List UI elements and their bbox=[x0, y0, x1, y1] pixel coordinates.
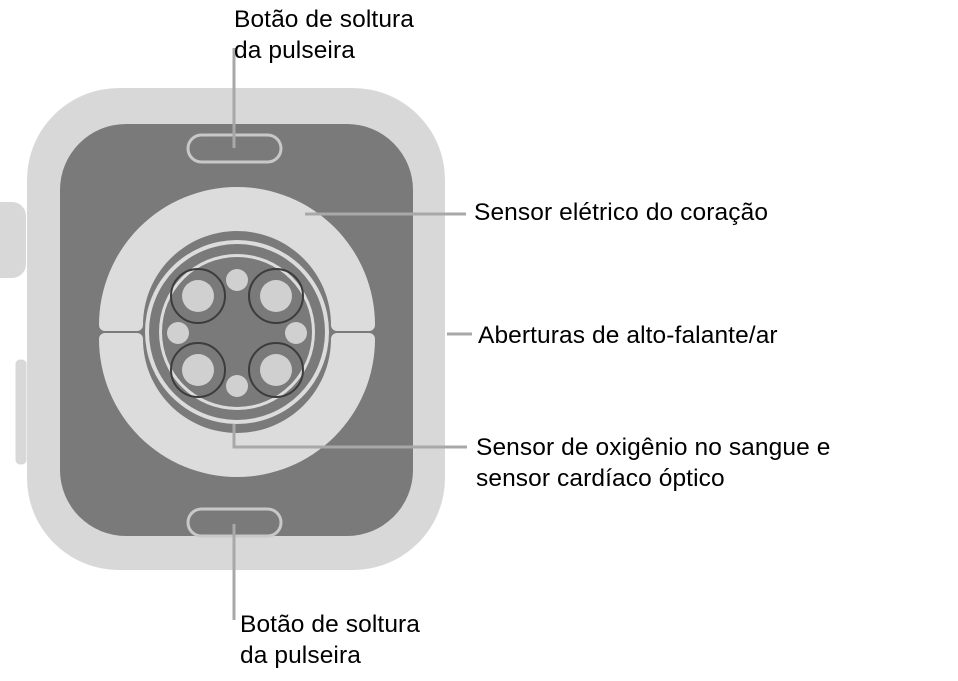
callout-label-band-release-top: Botão de soltura da pulseira bbox=[234, 6, 415, 64]
callout-label-electrical-heart-sensor: Sensor elétrico do coração bbox=[474, 199, 769, 226]
digital-crown bbox=[0, 198, 30, 282]
sensor-led-right bbox=[285, 322, 307, 344]
optical-sensor-lens-bottom-right bbox=[248, 342, 304, 398]
callout-label-band-release-bottom: Botão de soltura da pulseira bbox=[240, 611, 421, 669]
callout-label-blood-oxygen-sensor: Sensor de oxigênio no sangue e sensor ca… bbox=[476, 434, 831, 492]
callout-label-speaker-air-vents: Aberturas de alto-falante/ar bbox=[478, 322, 778, 349]
speaker-vent-bottom bbox=[99, 333, 375, 477]
sensor-led-bottom bbox=[226, 375, 248, 397]
optical-sensor-lens-top-right bbox=[248, 268, 304, 324]
sensor-cluster bbox=[145, 240, 329, 424]
side-button bbox=[12, 356, 30, 468]
leader-line-oxygen-sensor bbox=[232, 424, 467, 449]
sensor-led-left bbox=[167, 322, 189, 344]
optical-sensor-lens-top-left bbox=[170, 268, 226, 324]
optical-sensor-lens-bottom-left bbox=[170, 342, 226, 398]
speaker-vent-top bbox=[99, 187, 375, 331]
sensor-led-top bbox=[226, 269, 248, 291]
